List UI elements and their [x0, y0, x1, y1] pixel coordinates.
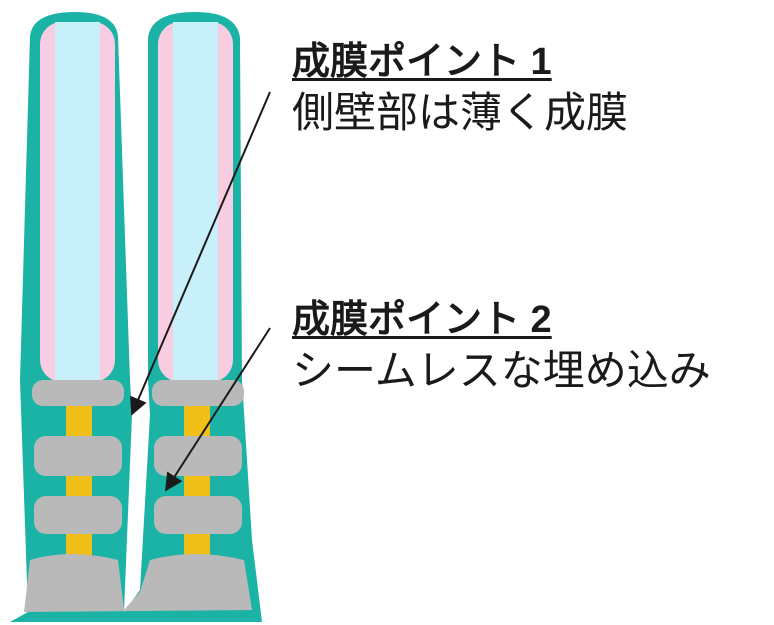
right-stack-plug-1	[184, 404, 210, 438]
left-stack-spacer-2	[34, 436, 122, 476]
right-stack-plug-3	[184, 532, 210, 556]
left-stack-spacer-3	[34, 496, 122, 534]
callout-1-leader-line	[130, 91, 271, 416]
callout-2-description: シームレスな埋め込み	[292, 347, 711, 394]
callout-1-title: 成膜ポイント 1	[292, 41, 552, 83]
left-stack-plug-1	[66, 404, 92, 438]
right-stack-spacer-1	[152, 380, 244, 406]
right-stack-plug-2	[184, 476, 210, 498]
right-stack-spacer-3	[154, 496, 242, 534]
right-pillar-core	[173, 22, 218, 382]
left-stack-plug-2	[66, 476, 92, 498]
callout-1: 成膜ポイント 1 側壁部は薄く成膜	[292, 40, 628, 138]
left-pillar-core	[55, 22, 100, 382]
left-stack-spacer-1	[32, 380, 124, 406]
substrate-base	[24, 554, 252, 612]
callout-1-description: 側壁部は薄く成膜	[292, 89, 629, 136]
callout-2-leader-line	[165, 327, 271, 492]
callout-2: 成膜ポイント 2 シームレスな埋め込み	[292, 298, 711, 396]
left-stack-plug-3	[66, 532, 92, 556]
right-stack-spacer-2	[154, 436, 242, 476]
callout-2-title: 成膜ポイント 2	[292, 299, 552, 341]
